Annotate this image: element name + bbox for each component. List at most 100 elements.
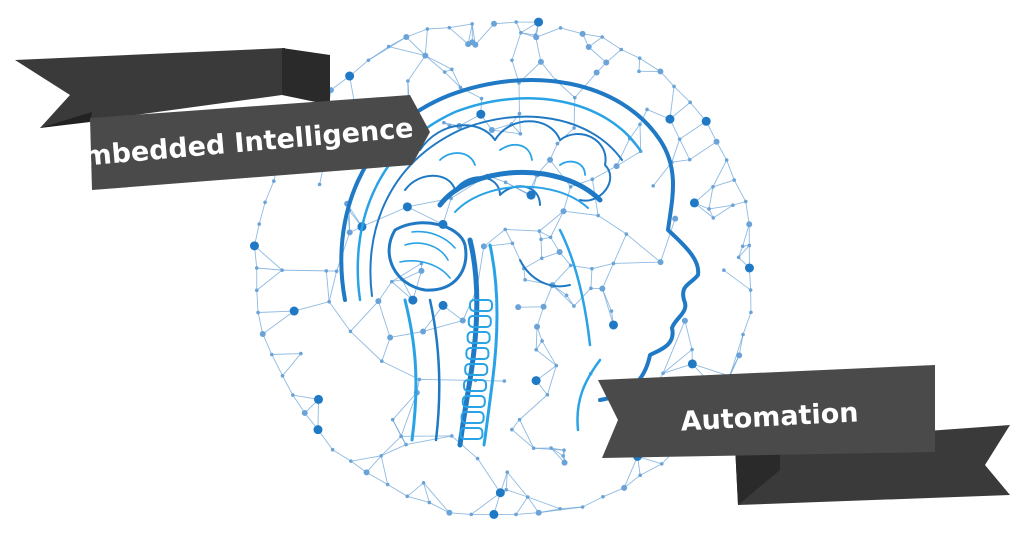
network-edge xyxy=(483,242,513,247)
network-edge xyxy=(540,239,543,259)
network-node xyxy=(619,47,624,52)
network-edge xyxy=(449,27,469,45)
network-node xyxy=(399,434,403,439)
network-node xyxy=(420,328,427,335)
network-edge xyxy=(328,271,338,302)
network-node xyxy=(450,67,454,72)
network-edge xyxy=(406,482,424,497)
network-edge xyxy=(708,186,714,210)
network-node xyxy=(390,417,395,422)
network-edge xyxy=(726,159,735,181)
network-node xyxy=(732,178,737,182)
network-edge xyxy=(639,109,648,125)
network-edge xyxy=(713,204,734,219)
network-edge xyxy=(573,97,576,129)
network-node xyxy=(280,374,285,378)
network-edge xyxy=(592,165,617,180)
network-node xyxy=(510,427,514,432)
network-node xyxy=(531,376,541,386)
network-edge xyxy=(660,218,676,263)
network-edge xyxy=(380,436,402,457)
network-edge xyxy=(381,444,407,457)
network-node xyxy=(406,79,410,83)
network-node xyxy=(349,459,353,463)
network-edge xyxy=(491,129,521,135)
network-node xyxy=(408,295,418,305)
network-node xyxy=(707,207,711,211)
network-edge xyxy=(546,365,557,395)
network-node xyxy=(638,122,642,127)
network-node xyxy=(677,137,682,141)
network-edge xyxy=(540,61,557,81)
network-edge xyxy=(449,23,473,29)
network-node xyxy=(438,300,448,310)
ribbon-front xyxy=(90,95,430,190)
network-edge xyxy=(597,215,627,235)
network-node xyxy=(469,512,474,517)
network-edge xyxy=(401,270,422,281)
network-edge xyxy=(652,161,673,187)
network-node xyxy=(447,25,452,30)
network-edge xyxy=(506,489,528,498)
network-node xyxy=(560,208,567,215)
network-node xyxy=(659,462,664,466)
network-node xyxy=(518,132,523,136)
network-node xyxy=(514,512,518,517)
network-edge xyxy=(732,201,746,206)
network-node xyxy=(324,269,329,273)
network-node xyxy=(548,235,553,240)
network-node xyxy=(590,266,594,271)
network-edge xyxy=(282,269,327,272)
network-edge xyxy=(623,456,638,489)
network-node xyxy=(503,180,508,185)
network-edge xyxy=(429,502,450,514)
brain-head-profile-icon xyxy=(339,78,701,448)
network-edge xyxy=(449,512,472,515)
network-node xyxy=(517,417,522,422)
network-edge xyxy=(491,123,512,131)
network-node xyxy=(533,33,538,37)
network-node xyxy=(638,473,642,478)
network-edge xyxy=(639,463,662,476)
network-node xyxy=(390,279,394,284)
network-node xyxy=(503,227,508,232)
network-node xyxy=(535,509,542,516)
network-node xyxy=(687,359,697,369)
network-edge xyxy=(613,233,627,264)
network-edge xyxy=(738,246,744,258)
network-edge xyxy=(506,471,529,498)
network-edge xyxy=(742,312,752,335)
network-node xyxy=(689,198,699,208)
network-node xyxy=(256,310,260,315)
network-node xyxy=(259,330,266,337)
network-node xyxy=(334,269,339,274)
network-node xyxy=(534,323,541,330)
network-edge xyxy=(470,492,501,515)
network-edge xyxy=(405,36,426,56)
network-node xyxy=(280,268,284,272)
network-edge xyxy=(639,124,642,152)
network-node xyxy=(540,303,547,310)
network-node xyxy=(593,69,600,76)
network-node xyxy=(442,70,447,74)
network-edge xyxy=(689,141,717,161)
network-node xyxy=(724,158,729,162)
network-edge xyxy=(723,269,751,291)
network-edge xyxy=(332,449,352,462)
network-edge xyxy=(582,496,604,508)
network-edge xyxy=(574,72,597,98)
network-node xyxy=(665,114,675,124)
network-node xyxy=(427,500,432,505)
network-edge xyxy=(745,201,750,225)
ribbon-tail-left xyxy=(15,48,285,128)
network-edge xyxy=(422,320,463,332)
network-node xyxy=(327,299,331,304)
network-node xyxy=(657,68,664,75)
network-node xyxy=(254,266,259,270)
vertebra xyxy=(461,395,486,408)
network-node xyxy=(405,494,410,499)
network-edge xyxy=(623,474,641,489)
network-edge xyxy=(294,301,330,312)
network-node xyxy=(572,126,576,130)
network-edge xyxy=(425,55,453,70)
